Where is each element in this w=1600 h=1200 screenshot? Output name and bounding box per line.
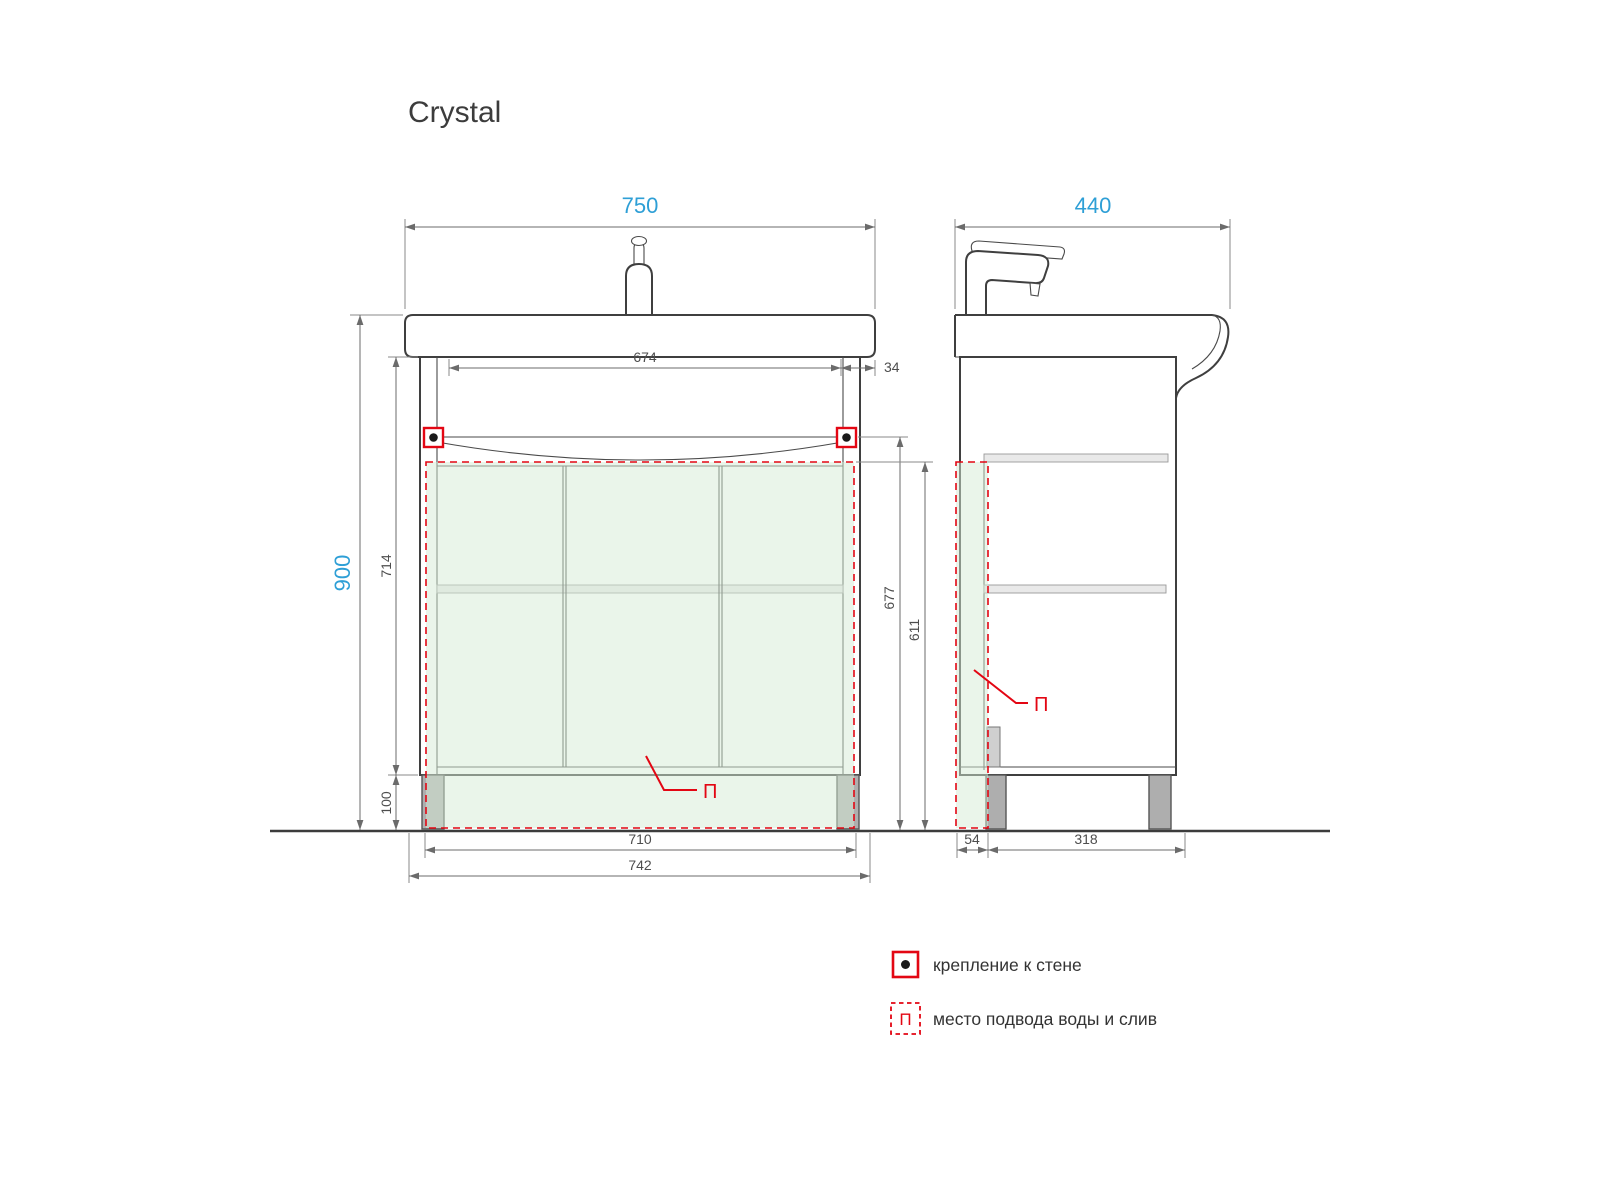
supply-zone-icon	[890, 1002, 921, 1035]
side-view: П 440 54 318	[954, 193, 1231, 858]
supply-leader-front	[645, 755, 697, 791]
wall-mount-left	[422, 426, 445, 449]
legend-mount-label: крепление к стене	[933, 955, 1082, 975]
dimension-side-gap-34: 34	[841, 359, 900, 376]
dimension-height-900: 900	[330, 314, 403, 830]
supply-label-side: П	[1034, 694, 1048, 716]
svg-text:750: 750	[622, 193, 659, 218]
dimension-plinth-width-710: 710	[424, 831, 857, 858]
cabinet-side	[959, 356, 1177, 776]
svg-text:900: 900	[330, 555, 355, 592]
dimension-supply-height-611: 611	[856, 461, 933, 830]
dimension-leg-height-100: 100	[378, 775, 400, 830]
drain-block	[986, 726, 1001, 768]
supply-zone-front	[425, 461, 855, 829]
supply-zone-side	[955, 461, 989, 829]
top-rail-side	[983, 453, 1169, 463]
wall-mount-right	[835, 426, 858, 449]
legend-supply-label: место подвода воды и слив	[933, 1009, 1157, 1029]
svg-text:34: 34	[884, 359, 900, 375]
faucet-front-icon	[625, 235, 653, 315]
dimension-cabinet-height-714: 714	[378, 356, 418, 776]
shelf-side	[983, 584, 1167, 594]
sink-side	[954, 314, 1230, 403]
svg-text:611: 611	[906, 619, 922, 642]
dimension-cabinet-width-742: 742	[408, 833, 871, 883]
svg-text:677: 677	[881, 586, 897, 610]
front-view: П 750 900 714 100	[330, 193, 933, 883]
svg-text:714: 714	[378, 554, 394, 578]
dimension-mount-height-677: 677	[858, 436, 908, 830]
leg-side-back	[985, 774, 1007, 830]
svg-text:318: 318	[1074, 831, 1098, 847]
dimension-width-750: 750	[404, 193, 876, 309]
leg-side-front	[1148, 774, 1172, 830]
svg-text:710: 710	[628, 831, 652, 847]
dimension-base-depth-318: 318	[988, 831, 1186, 858]
svg-text:100: 100	[378, 791, 394, 815]
legend: крепление к стене П место подвода воды и…	[890, 950, 1157, 1035]
wall-mount-dot-icon	[901, 960, 910, 969]
svg-text:54: 54	[964, 831, 980, 847]
supply-label-front: П	[703, 781, 717, 803]
dimension-basin-width-674: 674	[448, 349, 842, 376]
faucet-side-icon	[965, 240, 1066, 316]
legend-supply-symbol: П	[899, 1010, 911, 1029]
svg-text:674: 674	[633, 349, 657, 365]
drawing-title: Crystal	[408, 96, 501, 129]
dimension-depth-440: 440	[954, 193, 1231, 309]
svg-text:440: 440	[1075, 193, 1112, 218]
supply-leader-side	[973, 669, 1028, 704]
legend-mount-item: крепление к стене	[891, 950, 1082, 979]
legend-supply-item: П место подвода воды и слив	[890, 1002, 1157, 1035]
dimension-back-gap-54: 54	[956, 831, 989, 858]
svg-text:742: 742	[628, 857, 652, 873]
